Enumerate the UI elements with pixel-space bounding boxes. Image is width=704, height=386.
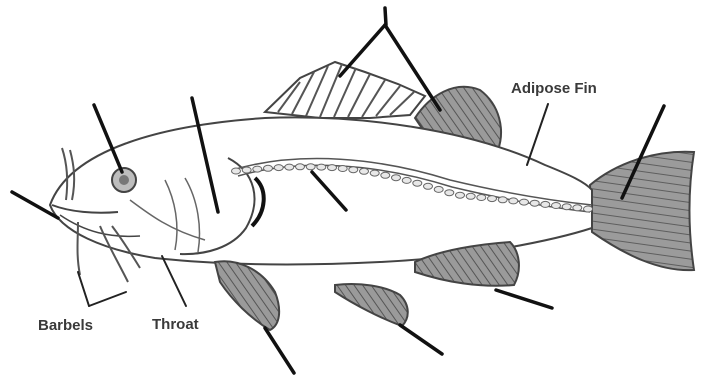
caudal-fin [590,152,694,270]
leader-barbels-right [89,292,126,306]
pectoral-fin [215,261,279,330]
scale-mark [360,168,369,174]
scale-mark [552,203,561,209]
leader-pelvic [400,325,442,354]
adipose-fin-label: Adipose Fin [511,80,597,97]
scale-mark [562,204,571,210]
scale-mark [285,164,294,170]
scale-mark [317,164,326,170]
scale-mark [456,192,465,198]
pelvic-fin [335,284,408,326]
scale-mark [349,167,358,173]
leader-anal [496,290,552,308]
leader-dorsal-left [340,25,385,76]
scale-mark [232,168,241,174]
scale-mark [509,198,518,204]
leader-throat [162,256,186,306]
scale-mark [541,201,550,207]
scale-mark [424,183,433,189]
barbels-label: Barbels [38,317,93,334]
scale-mark [477,195,486,201]
scale-mark [573,205,582,211]
scale-mark [242,167,251,173]
pupil [119,175,129,185]
scale-mark [413,180,422,186]
scale-mark [584,206,593,212]
leader-pectoral [265,328,294,373]
scale-mark [264,165,273,171]
throat-label: Throat [152,316,199,333]
scale-mark [328,165,337,171]
scale-mark [520,199,529,205]
leader-dorsal-right [385,25,440,110]
scale-mark [466,193,475,199]
scale-mark [274,165,283,171]
scale-mark [402,177,411,183]
scale-mark [370,170,379,176]
scale-mark [381,172,390,178]
scale-mark [296,164,305,170]
leader-adipose [527,104,548,165]
scale-mark [530,200,539,206]
scale-mark [392,175,401,181]
leader-barbels-left [78,272,89,306]
scale-mark [338,166,347,172]
scale-mark [445,190,454,196]
scale-mark [253,166,262,172]
scale-mark [488,196,497,202]
dorsal-spines [278,64,414,117]
leader-dorsal-stem [385,8,386,25]
scale-mark [498,197,507,203]
scale-mark [306,164,315,170]
scale-mark [434,186,443,192]
